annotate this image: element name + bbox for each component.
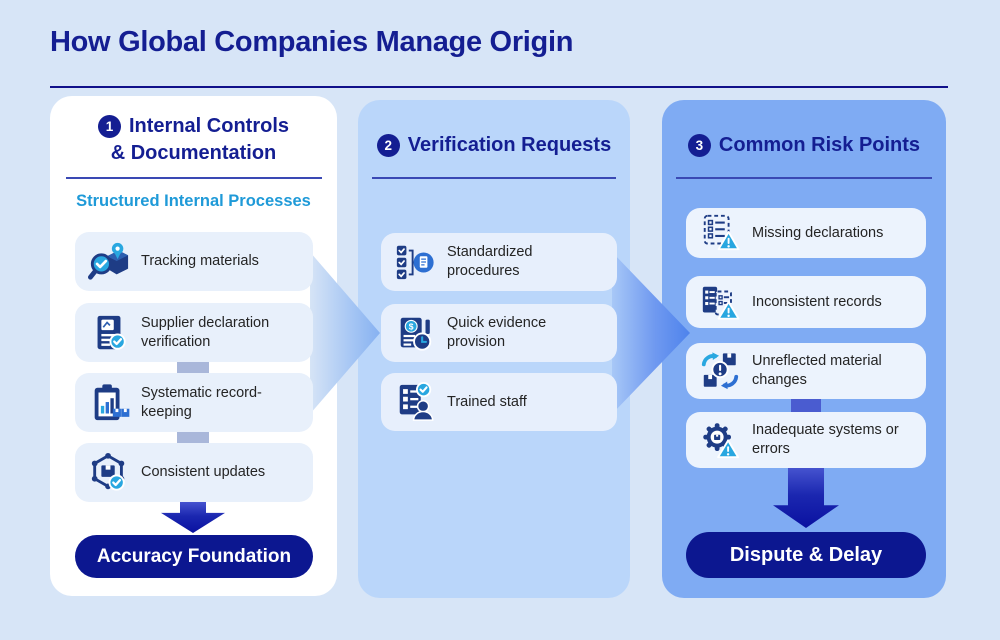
consistent-updates-icon: [88, 452, 130, 494]
column-1-divider: [66, 177, 322, 179]
column-2-header: 2 Verification Requests: [358, 132, 630, 159]
accuracy-foundation-pill: Accuracy Foundation: [75, 535, 313, 578]
tile-quick-evidence-provision: $ Quick evidence provision: [381, 304, 617, 362]
column-1-subtitle: Structured Internal Processes: [76, 192, 311, 210]
column-1-connector: [177, 362, 209, 373]
supplier-declaration-verification-icon: [88, 312, 130, 354]
column-3-number-badge: 3: [687, 134, 711, 157]
tile-label: Inadequate systems or errors: [752, 422, 899, 457]
tile-label: Tracking materials: [141, 253, 259, 270]
column-2-number-badge: 2: [376, 134, 400, 157]
tracking-materials-icon: [88, 241, 130, 283]
svg-text:$: $: [409, 321, 414, 331]
column-3-divider: [676, 177, 932, 179]
dispute-delay-pill: Dispute & Delay: [686, 532, 926, 578]
tile-standardized-procedures: Standardized procedures: [381, 233, 617, 291]
column-3-title: Common Risk Points: [718, 134, 921, 156]
tile-trained-staff: Trained staff: [381, 373, 617, 431]
column-1-title-line1: Internal Controls: [128, 115, 289, 137]
tile-systematic-record-keeping: Systematic record-keeping: [75, 373, 313, 432]
tile-label: Consistent updates: [141, 464, 266, 481]
inconsistent-records-icon: [699, 281, 741, 323]
page-title: How Global Companies Manage Origin: [50, 26, 574, 58]
inadequate-systems-icon: [699, 419, 741, 461]
tile-label: Standardized procedures: [447, 244, 533, 279]
column-3-connector: [791, 399, 821, 412]
column-1-connector: [177, 432, 209, 443]
title-divider: [50, 86, 948, 88]
tile-inconsistent-records: Inconsistent records: [686, 276, 926, 328]
tile-label: Unreflected material changes: [752, 353, 882, 388]
tile-inadequate-systems-or-errors: Inadequate systems or errors: [686, 412, 926, 468]
column-1-title-line2: & Documentation: [110, 142, 277, 164]
tile-supplier-declaration-verification: Supplier declaration verification: [75, 303, 313, 362]
column-3-header: 3 Common Risk Points: [662, 132, 946, 159]
tile-label: Supplier declaration verification: [141, 314, 270, 350]
trained-staff-icon: [394, 381, 436, 423]
unreflected-material-changes-icon: [699, 350, 741, 392]
column-1-header: 1 Internal Controls & Documentation: [50, 113, 337, 167]
systematic-record-keeping-icon: [88, 382, 130, 424]
tile-label: Inconsistent records: [752, 293, 882, 310]
quick-evidence-provision-icon: $: [394, 312, 436, 354]
standardized-procedures-icon: [394, 241, 436, 283]
tile-label: Systematic record-keeping: [141, 384, 262, 420]
column-2-title: Verification Requests: [407, 134, 612, 156]
missing-declarations-icon: [699, 212, 741, 254]
tile-label: Quick evidence provision: [447, 315, 547, 350]
tile-unreflected-material-changes: Unreflected material changes: [686, 343, 926, 399]
column-2-divider: [372, 177, 616, 179]
tile-label: Trained staff: [447, 393, 527, 410]
tile-label: Missing declarations: [752, 224, 884, 241]
tile-consistent-updates: Consistent updates: [75, 443, 313, 502]
column-1-number-badge: 1: [97, 115, 121, 138]
tile-missing-declarations: Missing declarations: [686, 208, 926, 258]
tile-tracking-materials: Tracking materials: [75, 232, 313, 291]
